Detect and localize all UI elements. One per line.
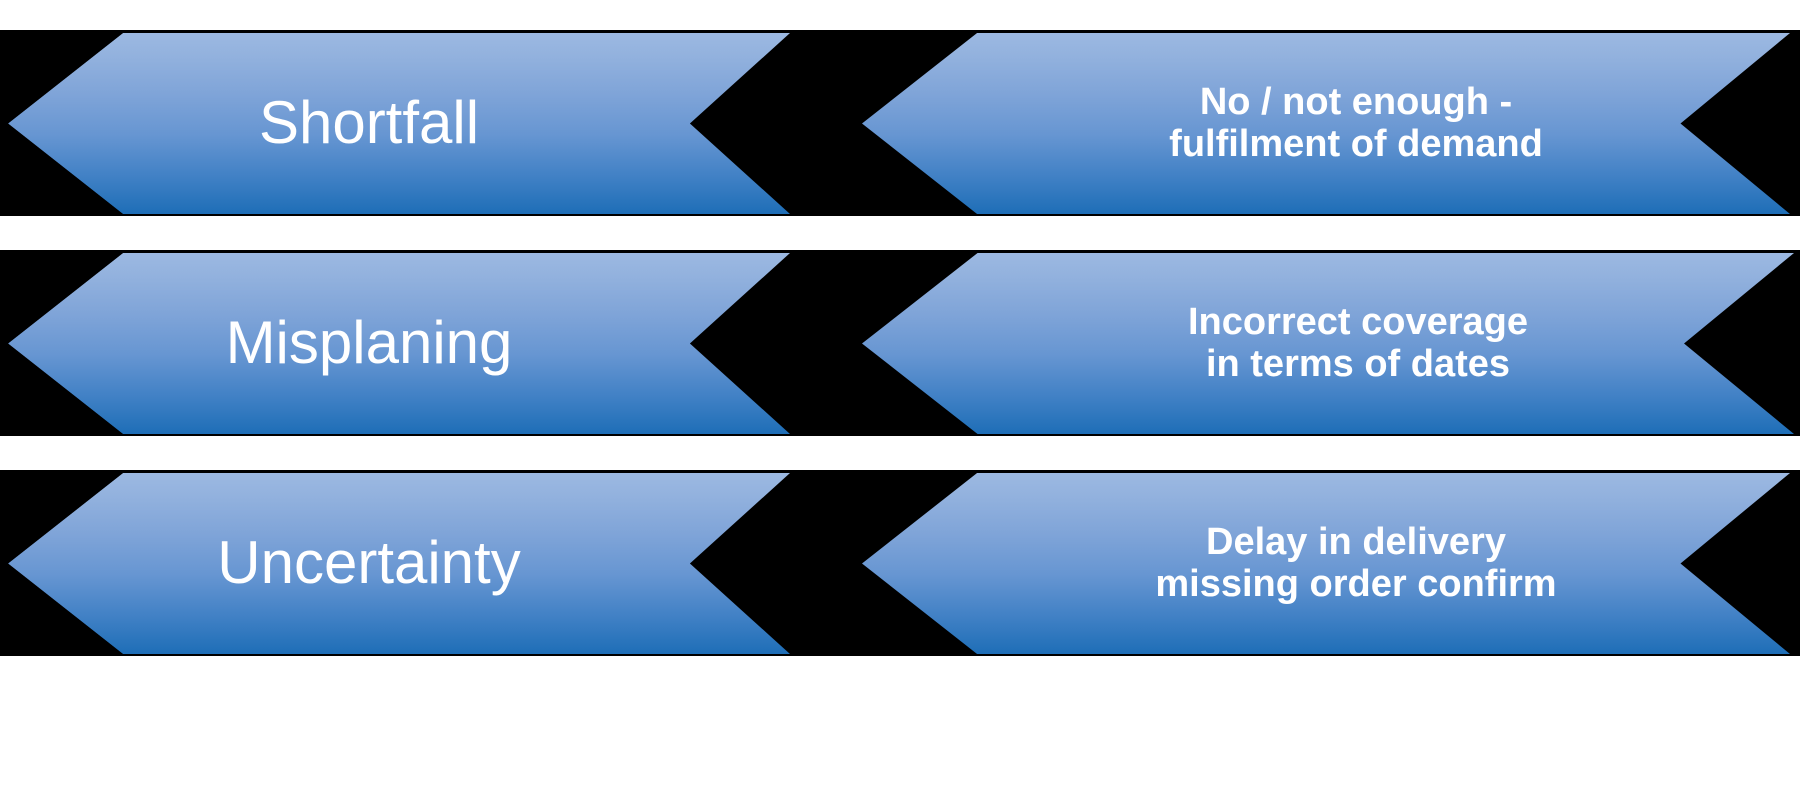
chevron-fill	[8, 473, 790, 654]
chevron-primary-1[interactable]: Shortfall	[8, 33, 790, 214]
chevron-fill	[8, 33, 790, 214]
label-line-1: No / not enough -	[1199, 81, 1513, 124]
process-row-3: Uncertainty Delay in delivery missing or…	[0, 470, 1800, 656]
label-line-2: fulfilment of demand	[1169, 122, 1543, 165]
chevron-primary-label-3: Uncertainty	[217, 529, 521, 597]
chevron-primary-label-1: Shortfall	[258, 89, 480, 157]
label-line-2: missing order confirm	[1155, 562, 1557, 605]
chevron-fill	[862, 33, 1790, 214]
label-line-1: Incorrect coverage	[1187, 301, 1529, 344]
chevron-primary-2[interactable]: Misplaning	[8, 253, 790, 434]
chevron-secondary-label-2: Incorrect coverage in terms of dates	[862, 302, 1794, 384]
chevron-secondary-2[interactable]: Incorrect coverage in terms of dates	[862, 253, 1794, 434]
label-line-2: in terms of dates	[1205, 342, 1511, 385]
label-line-1: Delay in delivery	[1206, 521, 1506, 564]
process-row-2: Misplaning Incorrect coverage in terms o…	[0, 250, 1800, 436]
chevron-primary-label-2: Misplaning	[225, 309, 513, 377]
process-row-1: Shortfall No / not enough - fulfilment o…	[0, 30, 1800, 216]
chevron-secondary-label-3: Delay in delivery missing order confirm	[862, 522, 1790, 604]
chevron-fill	[862, 253, 1794, 434]
chevron-primary-3[interactable]: Uncertainty	[8, 473, 790, 654]
chevron-secondary-3[interactable]: Delay in delivery missing order confirm	[862, 473, 1790, 654]
chevron-fill	[862, 473, 1790, 654]
chevron-secondary-label-1: No / not enough - fulfilment of demand	[862, 82, 1790, 164]
chevron-fill	[8, 253, 790, 434]
chevron-secondary-1[interactable]: No / not enough - fulfilment of demand	[862, 33, 1790, 214]
